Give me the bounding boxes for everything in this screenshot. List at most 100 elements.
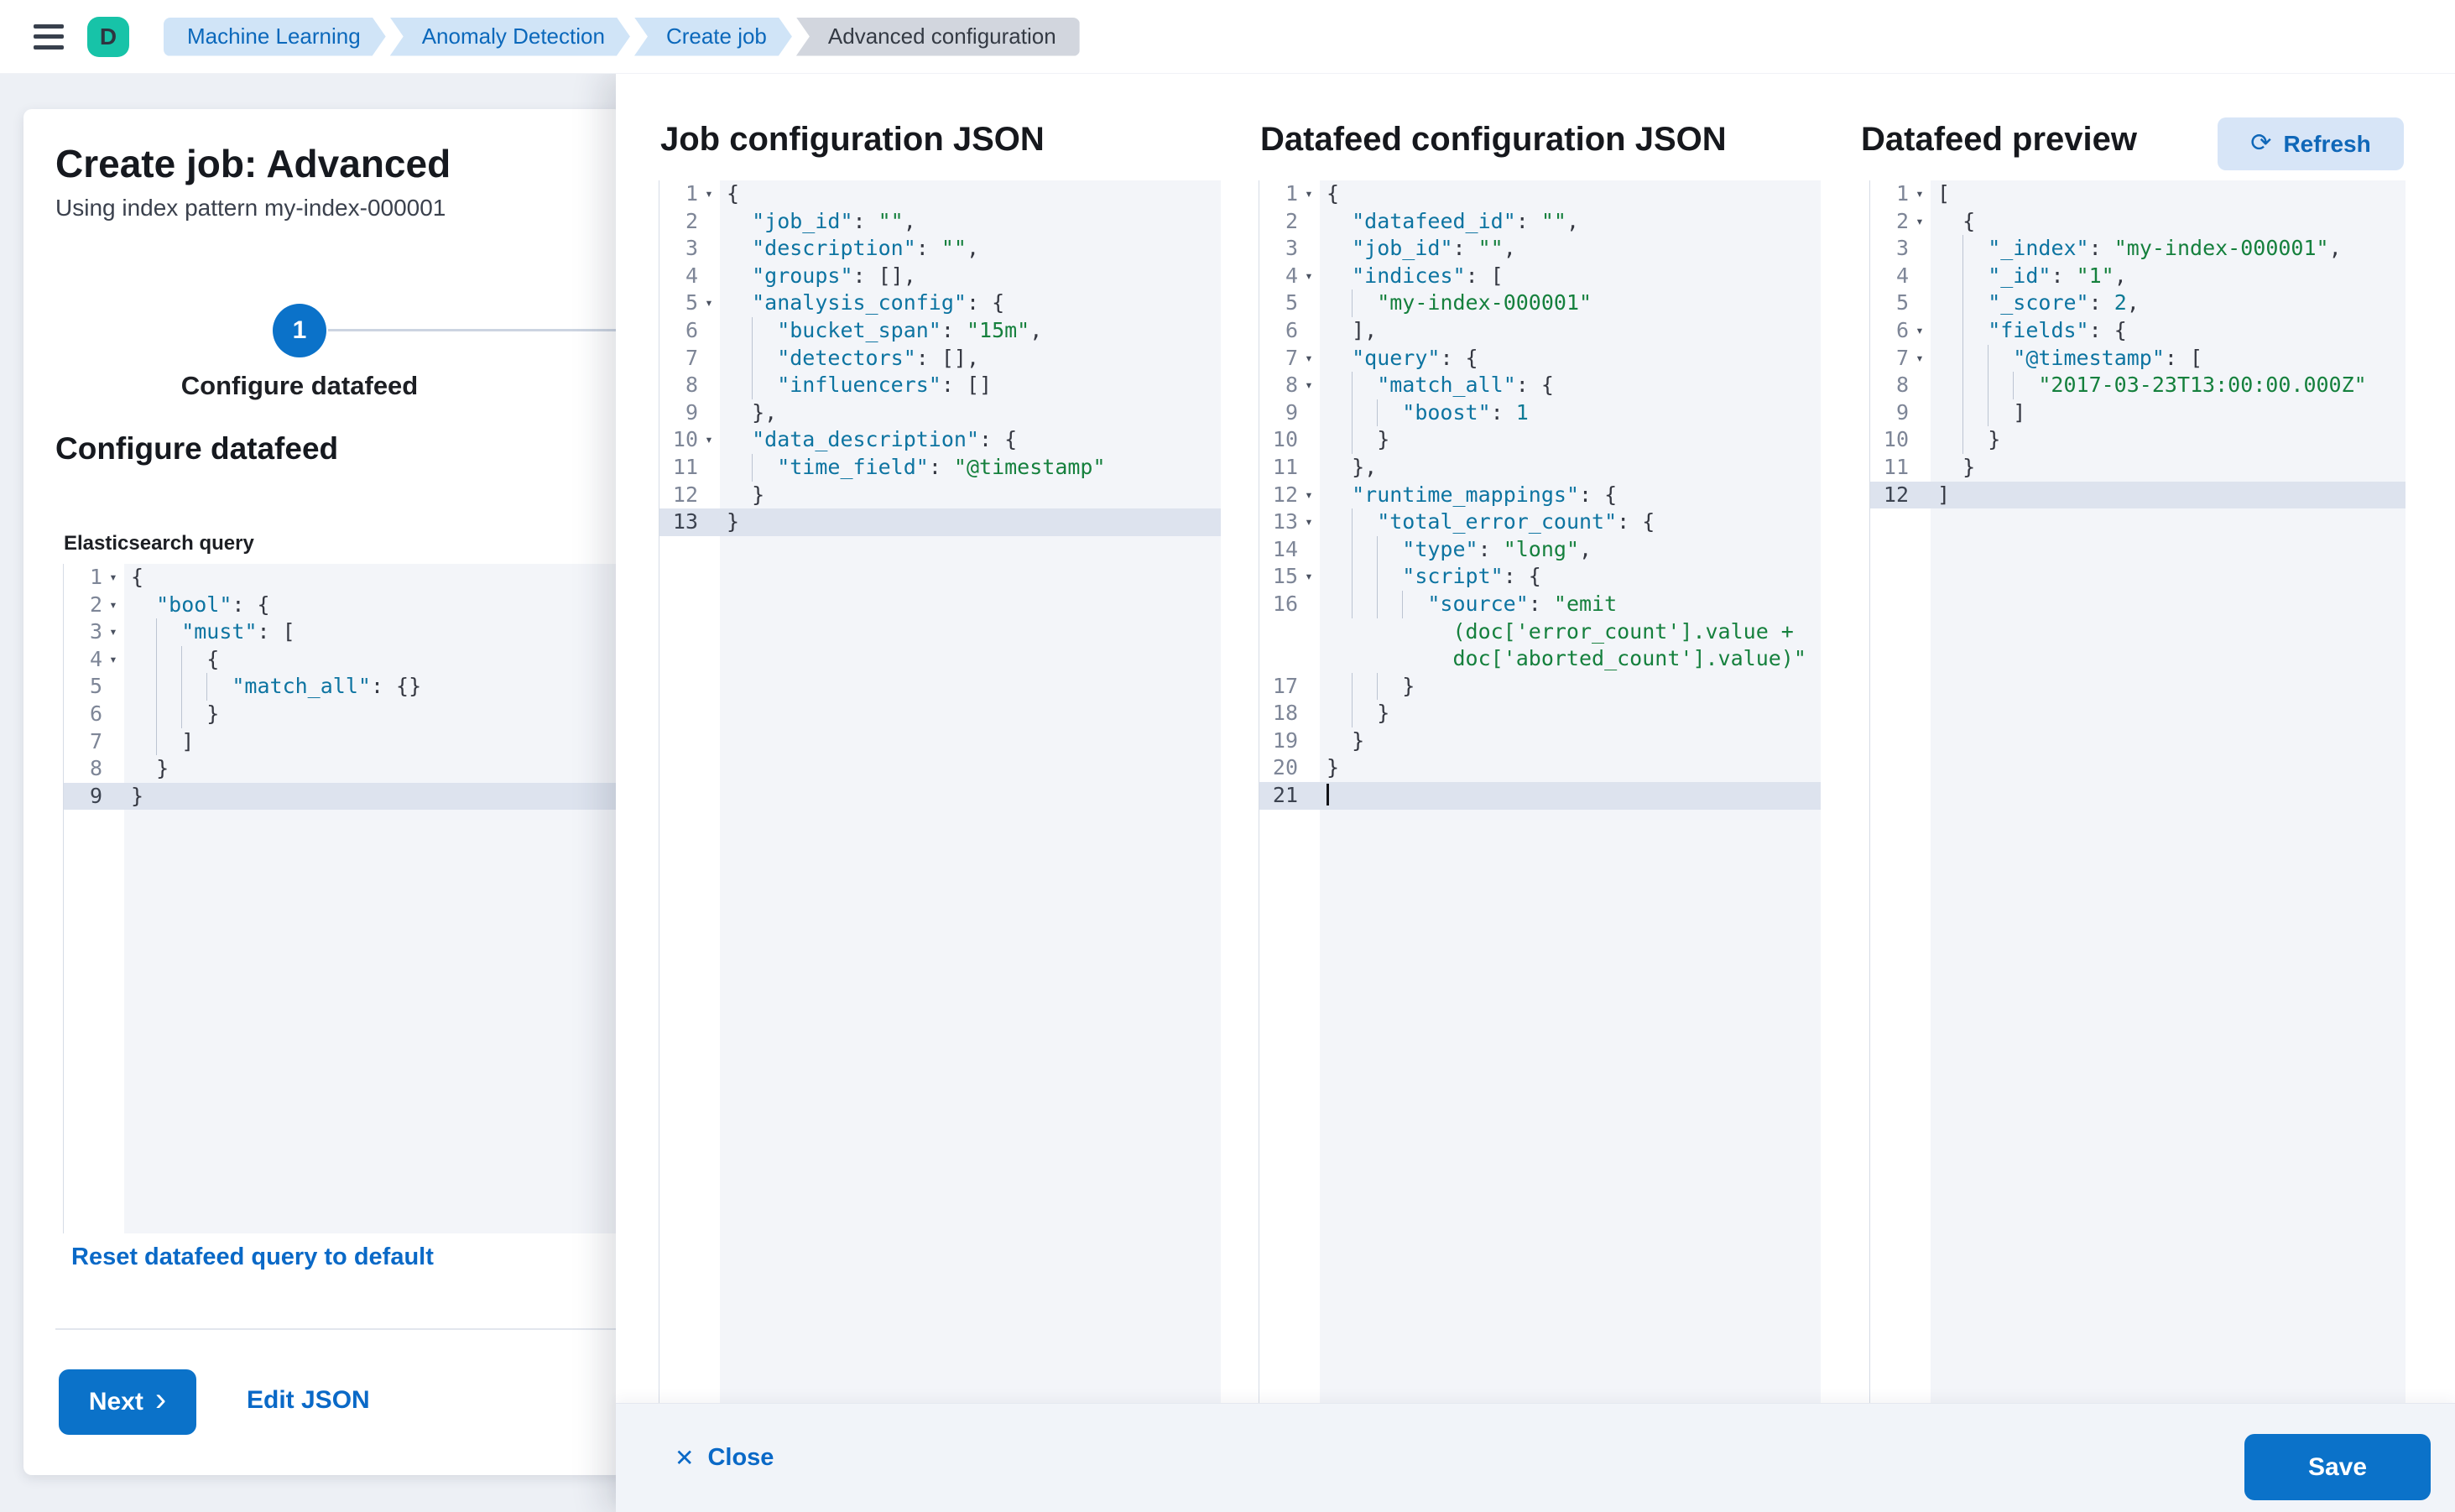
code-line[interactable]: 1▾{ <box>1259 180 1821 208</box>
line-number: 11 <box>672 454 698 479</box>
code-line[interactable]: 13} <box>659 508 1221 536</box>
code-line[interactable]: 21 <box>1259 782 1821 810</box>
fold-arrow-icon[interactable]: ▾ <box>1916 212 1924 229</box>
fold-arrow-icon[interactable]: ▾ <box>705 295 713 311</box>
breadcrumb-create-job[interactable]: Create job <box>634 18 792 56</box>
code-line[interactable]: 6 ], <box>1259 317 1821 345</box>
code-line[interactable]: 3 "_index": "my-index-000001", <box>1870 235 2405 263</box>
fold-arrow-icon[interactable]: ▾ <box>109 623 117 640</box>
code-line[interactable]: 5 "_score": 2, <box>1870 289 2405 317</box>
datafeed-preview-editor[interactable]: 1▾[2▾ {3 "_index": "my-index-000001",4 "… <box>1869 180 2405 1403</box>
code-line[interactable]: 1▾{ <box>659 180 1221 208</box>
fold-arrow-icon[interactable]: ▾ <box>705 431 713 448</box>
code-line[interactable]: 4 "groups": [], <box>659 263 1221 290</box>
code-line[interactable]: 5 "my-index-000001" <box>1259 289 1821 317</box>
save-button[interactable]: Save <box>2244 1434 2431 1500</box>
code-line[interactable]: 4▾ { <box>64 645 621 674</box>
fold-arrow-icon[interactable]: ▾ <box>1305 185 1313 201</box>
code-line[interactable]: 12 } <box>659 482 1221 509</box>
code-line[interactable]: 20} <box>1259 754 1821 782</box>
code-line[interactable]: 2 "job_id": "", <box>659 208 1221 236</box>
fold-gutter <box>1298 754 1320 782</box>
code-line[interactable]: 17 } <box>1259 672 1821 701</box>
code-line[interactable]: 13▾ "total_error_count": { <box>1259 508 1821 536</box>
fold-arrow-icon[interactable]: ▾ <box>1916 321 1924 338</box>
code-line[interactable]: 19 } <box>1259 727 1821 755</box>
refresh-button[interactable]: ⟳ Refresh <box>2218 117 2404 170</box>
avatar[interactable]: D <box>87 16 129 57</box>
breadcrumb-anomaly-detection[interactable]: Anomaly Detection <box>390 18 630 56</box>
code-line[interactable]: 10 } <box>1870 426 2405 454</box>
code-line[interactable]: 9 ] <box>1870 399 2405 427</box>
fold-arrow-icon[interactable]: ▾ <box>1305 568 1313 585</box>
fold-arrow-icon[interactable]: ▾ <box>705 185 713 201</box>
fold-arrow-icon[interactable]: ▾ <box>1916 349 1924 366</box>
fold-arrow-icon[interactable]: ▾ <box>1916 185 1924 201</box>
code-line[interactable]: 6▾ "fields": { <box>1870 316 2405 345</box>
code-line[interactable]: 10▾ "data_description": { <box>659 426 1221 454</box>
job-config-json-editor[interactable]: 1▾{2 "job_id": "",3 "description": "",4 … <box>659 180 1221 1403</box>
fold-gutter <box>1298 727 1320 755</box>
fold-arrow-icon[interactable]: ▾ <box>1305 349 1313 366</box>
code-text: } <box>1320 426 1821 454</box>
breadcrumb-advanced-configuration: Advanced configuration <box>795 17 1080 56</box>
code-line[interactable]: 14 "type": "long", <box>1259 535 1821 564</box>
edit-json-link[interactable]: Edit JSON <box>247 1386 370 1414</box>
code-line[interactable]: 3 "description": "", <box>659 235 1221 263</box>
code-text: "analysis_config": { <box>752 290 1005 315</box>
fold-arrow-icon[interactable]: ▾ <box>1305 377 1313 394</box>
code-line[interactable]: 2▾ { <box>1870 208 2405 236</box>
code-line[interactable]: 9} <box>64 782 621 811</box>
datafeed-config-json-editor[interactable]: 1▾{2 "datafeed_id": "",3 "job_id": "",4 ▾… <box>1259 180 1821 1403</box>
code-line[interactable]: 2▾ "bool": { <box>64 592 621 619</box>
code-line[interactable]: 12] <box>1870 481 2405 509</box>
close-button[interactable]: ✕ Close <box>675 1444 774 1472</box>
elasticsearch-query-editor[interactable]: 1▾{2▾ "bool": {3▾ "must": [4▾ {5 "match_… <box>63 564 621 1233</box>
code-line[interactable]: 11 }, <box>1259 454 1821 482</box>
menu-hamburger-icon[interactable] <box>34 23 64 50</box>
next-button[interactable]: Next › <box>59 1369 196 1435</box>
reset-datafeed-query-link[interactable]: Reset datafeed query to default <box>71 1243 434 1270</box>
refresh-icon: ⟳ <box>2250 129 2272 157</box>
code-line[interactable]: 4 "_id": "1", <box>1870 262 2405 290</box>
line-number: 4 <box>1285 263 1298 288</box>
code-line[interactable]: 8 "2017-03-23T13:00:00.000Z" <box>1870 372 2405 399</box>
section-title-configure-datafeed: Configure datafeed <box>55 431 339 466</box>
code-line[interactable]: 1▾[ <box>1870 180 2405 208</box>
fold-arrow-icon[interactable]: ▾ <box>1305 514 1313 530</box>
fold-arrow-icon[interactable]: ▾ <box>109 650 117 667</box>
code-line[interactable]: (doc['error_count'].value + <box>1259 618 1821 646</box>
code-line[interactable]: 15▾ "script": { <box>1259 563 1821 591</box>
code-line[interactable]: 5 "match_all": {} <box>64 673 621 701</box>
code-line[interactable]: 1▾{ <box>64 564 621 592</box>
code-line[interactable]: 6 } <box>64 700 621 728</box>
code-line[interactable]: 11 "time_field": "@timestamp" <box>659 453 1221 482</box>
fold-arrow-icon[interactable]: ▾ <box>1305 267 1313 284</box>
code-line[interactable]: 4▾ "indices": [ <box>1259 263 1821 290</box>
code-line[interactable]: 7 "detectors": [], <box>659 344 1221 373</box>
code-line[interactable]: 6 "bucket_span": "15m", <box>659 316 1221 345</box>
breadcrumb-machine-learning[interactable]: Machine Learning <box>164 18 386 56</box>
code-line[interactable]: 2 "datafeed_id": "", <box>1259 208 1821 236</box>
code-line[interactable]: 8 "influencers": [] <box>659 372 1221 399</box>
code-line[interactable]: 5▾ "analysis_config": { <box>659 289 1221 317</box>
fold-arrow-icon[interactable]: ▾ <box>1305 486 1313 503</box>
step-1-indicator[interactable]: 1 <box>273 304 326 357</box>
code-line[interactable]: 18 } <box>1259 700 1821 727</box>
code-line[interactable]: 7 ] <box>64 727 621 756</box>
fold-arrow-icon[interactable]: ▾ <box>109 569 117 585</box>
code-line[interactable]: 3 "job_id": "", <box>1259 235 1821 263</box>
code-line[interactable]: doc['aborted_count'].value)" <box>1259 645 1821 673</box>
code-line[interactable]: 3▾ "must": [ <box>64 618 621 646</box>
code-line[interactable]: 16 "source": "emit <box>1259 590 1821 618</box>
code-line[interactable]: 7▾ "@timestamp": [ <box>1870 344 2405 373</box>
code-line[interactable]: 11 } <box>1870 454 2405 482</box>
code-line[interactable]: 7▾ "query": { <box>1259 345 1821 373</box>
code-line[interactable]: 9 "boost": 1 <box>1259 399 1821 427</box>
code-line[interactable]: 8▾ "match_all": { <box>1259 372 1821 399</box>
fold-arrow-icon[interactable]: ▾ <box>109 596 117 613</box>
code-line[interactable]: 8 } <box>64 755 621 783</box>
code-line[interactable]: 12▾ "runtime_mappings": { <box>1259 482 1821 509</box>
code-line[interactable]: 10 } <box>1259 426 1821 454</box>
code-line[interactable]: 9 }, <box>659 399 1221 427</box>
